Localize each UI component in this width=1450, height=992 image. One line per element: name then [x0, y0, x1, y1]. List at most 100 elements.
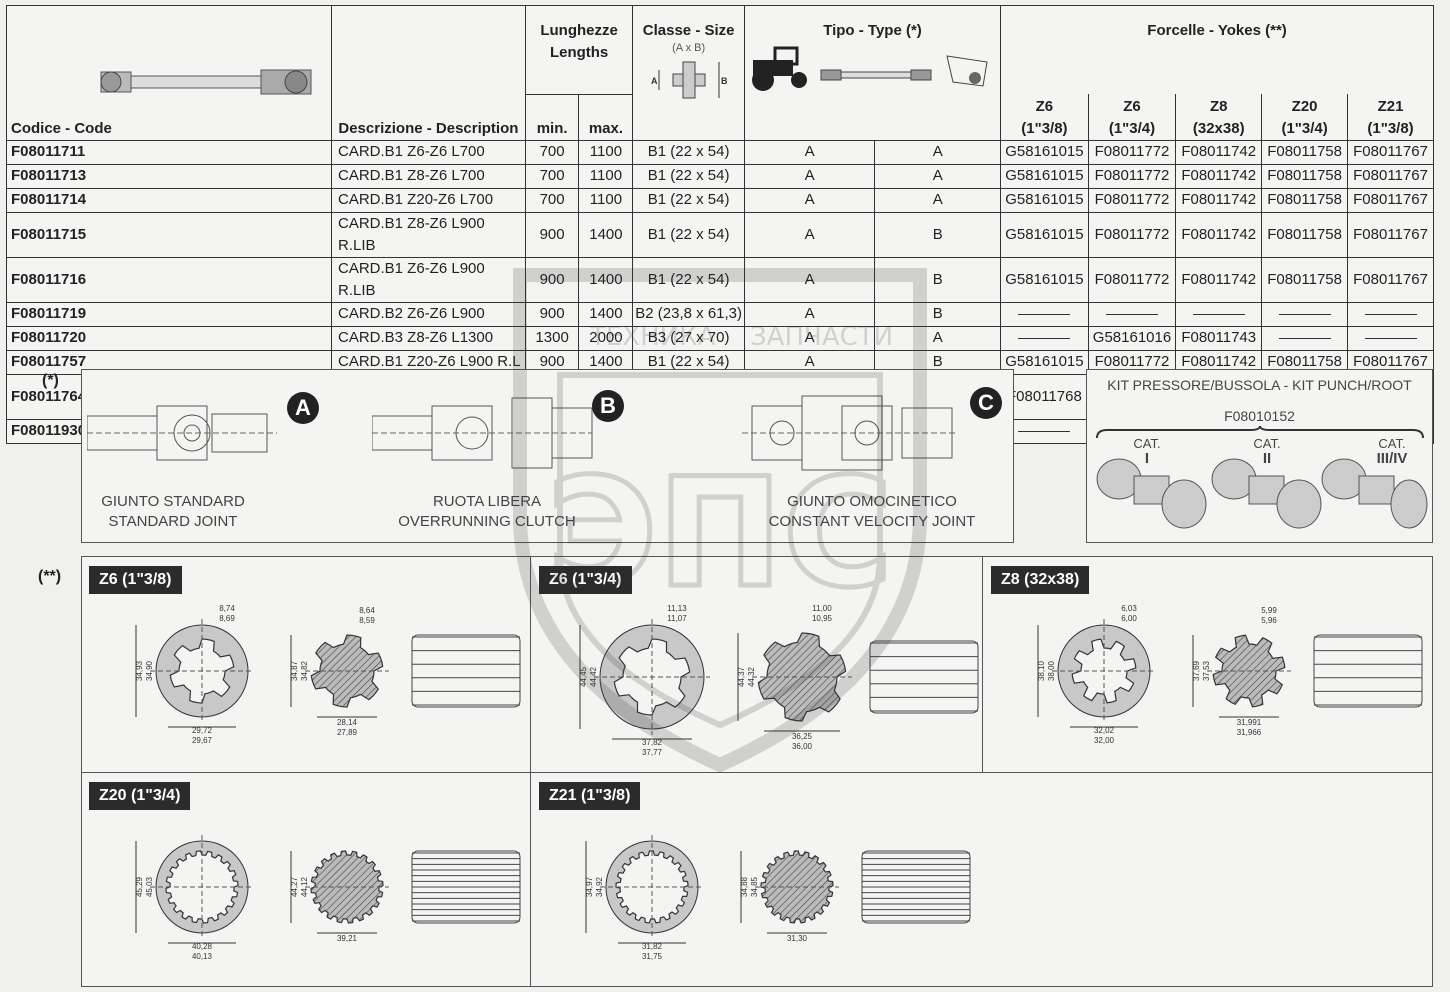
joint-caption-b-line2: OVERRUNNING CLUTCH [398, 513, 576, 530]
no-yoke-dash [1018, 337, 1071, 339]
row-yoke-code: F08011743 [1175, 325, 1263, 351]
type-subheader-1 [743, 94, 875, 141]
joint-badge-a: A [287, 392, 319, 424]
row-max-length: 1400 [578, 301, 634, 327]
row-yoke-code: G58161016 [1087, 325, 1177, 351]
lengths-header: Lunghezze Lengths [524, 5, 634, 94]
row-description: CARD.B1 Z20-Z6 L700 [331, 187, 526, 213]
yoke-col-3: Z8(32x38) [1175, 94, 1263, 141]
hub-tooth-dimension: 6,03 [1121, 604, 1137, 613]
row-yoke-code [1175, 301, 1263, 327]
row-type-1: A [743, 211, 876, 258]
row-max-length: 1100 [578, 139, 634, 165]
row-yoke-code: F08011758 [1261, 256, 1349, 303]
divider-v1 [530, 557, 531, 986]
row-yoke-code: F08011772 [1087, 163, 1177, 189]
row-type-1: A [743, 256, 876, 303]
shaft-outer-dimension: 37,69 [1192, 660, 1201, 681]
no-yoke-dash [1364, 313, 1417, 315]
no-yoke-dash [1278, 337, 1331, 339]
shaft-root-dimension: 28,14 [337, 718, 358, 727]
yoke-profile-title: Z21 (1"3/8) [539, 782, 641, 810]
row-yoke-code: F08011742 [1175, 187, 1263, 213]
no-yoke-dash [1278, 313, 1331, 315]
type-header: Tipo - Type (*) [743, 5, 1002, 94]
row-yoke-code: F08011742 [1175, 163, 1263, 189]
spline-side-view [411, 850, 521, 924]
shaft-outer-dimension: 34,85 [750, 876, 759, 897]
row-type-2: A [874, 139, 1002, 165]
row-max-length: 1100 [578, 163, 634, 189]
tractor-implement-icon [752, 46, 989, 91]
hub-bore-dimension: 37,77 [642, 748, 663, 757]
row-max-length: 1400 [578, 211, 634, 258]
svg-text:B: B [721, 76, 728, 86]
shaft-outer-dimension: 37,53 [1202, 660, 1211, 681]
hub-tooth-dimension: 11,07 [667, 614, 687, 623]
row-yoke-code: G58161015 [1000, 256, 1089, 303]
yoke-col-4-name: Z20 [1291, 97, 1318, 115]
row-class: B1 (22 x 54) [632, 187, 745, 213]
kit-cat-3: CAT.III/IV [1357, 436, 1427, 466]
shaft-tooth-dimension: 11,00 [812, 604, 832, 613]
hub-outer-dimension: 45,03 [145, 876, 154, 897]
hub-bore-dimension: 40,13 [192, 952, 213, 961]
kit-cat-2: CAT.II [1237, 436, 1297, 466]
shaft-outer-dimension: 44,32 [747, 666, 756, 687]
row-yoke-code: F08011758 [1261, 139, 1349, 165]
row-yoke-code [1087, 301, 1177, 327]
yoke-col-4-size: (1"3/4) [1281, 119, 1328, 137]
yoke-col-2-name: Z6 [1123, 97, 1141, 115]
hub-outer-dimension: 34,90 [145, 660, 154, 681]
hub-outer-dimension: 44,45 [579, 666, 588, 687]
kit-code: F08010152 [1224, 408, 1295, 424]
row-yoke-code: F08011742 [1175, 256, 1263, 303]
row-yoke-code [1000, 418, 1089, 444]
yoke-col-1-name: Z6 [1035, 97, 1054, 115]
yoke-col-1-size: (1"3/8) [1021, 119, 1068, 137]
divider-v2 [982, 557, 983, 773]
type-header-label: Tipo - Type (*) [823, 22, 922, 39]
row-yoke-code: F08011768 [1000, 373, 1089, 420]
shaft-tooth-dimension: 5,96 [1261, 616, 1277, 625]
row-min-length: 700 [524, 187, 580, 213]
max-header: max. [578, 93, 634, 141]
joint-caption-b: RUOTA LIBERA OVERRUNNING CLUTCH [372, 492, 602, 532]
hub-tooth-dimension: 8,74 [219, 604, 235, 613]
overrunning-clutch-drawing [372, 397, 593, 469]
row-yoke-code [1347, 325, 1434, 351]
hub-outer-dimension: 38,00 [1047, 660, 1056, 681]
shaft-root-dimension: 27,89 [337, 728, 358, 737]
row-yoke-code: F08011772 [1087, 256, 1177, 303]
row-yoke-code [1261, 301, 1349, 327]
yoke-profile-title: Z6 (1"3/8) [89, 566, 182, 594]
row-min-length: 1300 [524, 325, 580, 351]
row-type-1: A [743, 325, 876, 351]
joint-caption-c: GIUNTO OMOCINETICO CONSTANT VELOCITY JOI… [742, 492, 1002, 532]
row-type-2: A [874, 163, 1002, 189]
row-min-length: 900 [524, 301, 580, 327]
yokes-header-label: Forcelle - Yokes (**) [1147, 22, 1287, 39]
hub-outer-dimension: 34,93 [135, 660, 144, 681]
description-header: Descrizione - Description [331, 5, 526, 141]
yoke-profile-title: Z20 (1"3/4) [89, 782, 191, 810]
kit-cat-3-num: III/IV [1376, 450, 1408, 467]
kit-panel: KIT PRESSORE/BUSSOLA - KIT PUNCH/ROOT F0… [1086, 369, 1433, 543]
yoke-col-2: Z6(1"3/4) [1087, 94, 1177, 141]
hub-outer-dimension: 44,42 [589, 666, 598, 687]
row-yoke-code: F08011758 [1261, 187, 1349, 213]
row-max-length: 2000 [578, 325, 634, 351]
hub-bore-dimension: 32,02 [1094, 726, 1115, 735]
row-yoke-code: F08011772 [1087, 187, 1177, 213]
shaft-tooth-dimension: 8,59 [359, 616, 375, 625]
row-class: B1 (22 x 54) [632, 211, 745, 258]
